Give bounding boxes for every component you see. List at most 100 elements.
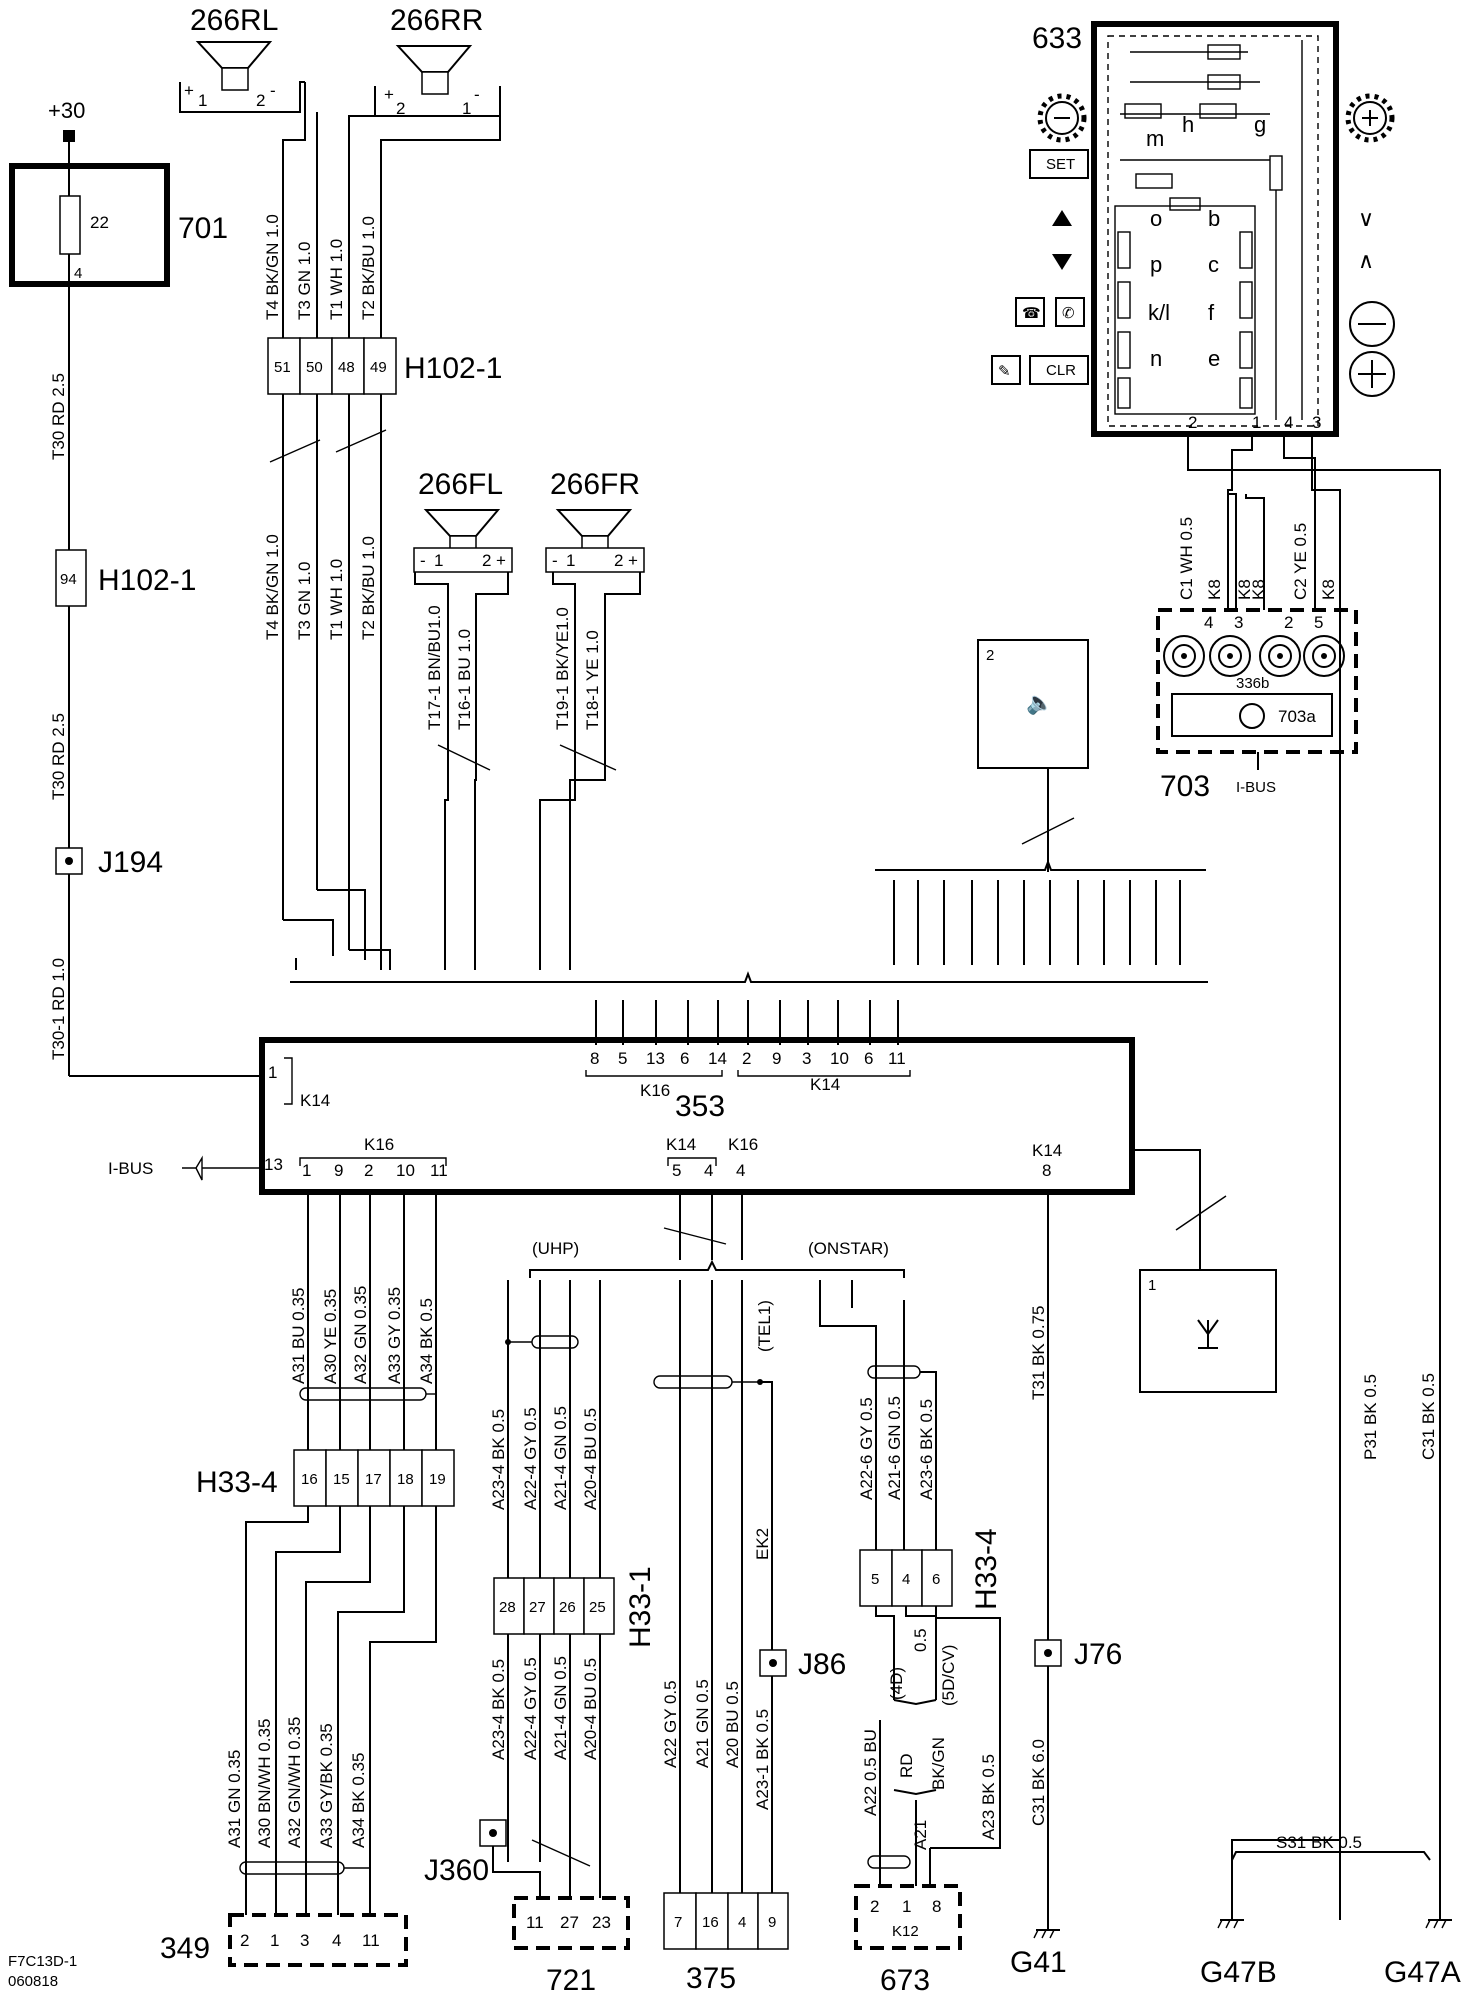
wire-a34b: A34 BK 0.35: [349, 1753, 368, 1848]
pin353-b-11: 11: [430, 1161, 448, 1180]
pin353-top-3: 6: [680, 1049, 689, 1068]
k16-mid: K16: [728, 1135, 758, 1154]
label-h33-4a: H33-4: [196, 1466, 278, 1499]
pin-h334b-6: 6: [932, 1571, 940, 1588]
pin-703-4: 4: [1204, 613, 1213, 632]
wire-a23-1: A23-1 BK 0.5: [753, 1709, 772, 1810]
wire-a23-6: A23-6 BK 0.5: [917, 1399, 936, 1500]
component-633: 633 m h g o b p c k/l f n e 2: [1032, 21, 1339, 437]
pin-349-4: 4: [332, 1931, 341, 1950]
wire-t2b: T2 BK/BU 1.0: [359, 536, 378, 640]
pin353-b-2: 2: [364, 1161, 373, 1180]
wire-t1b: T1 WH 1.0: [327, 559, 346, 640]
wire-k8d: K8: [1249, 579, 1268, 600]
wire-ek2: EK2: [753, 1528, 772, 1560]
wire-c2: C2 YE 0.5: [1291, 523, 1310, 600]
pin-94: 94: [60, 571, 77, 588]
switch-p: p: [1150, 252, 1162, 277]
label-701: 701: [178, 212, 228, 245]
chevron-up-icon: ∧: [1358, 248, 1374, 273]
pin-rr-2: 2: [396, 99, 405, 118]
pin353-m-4: 4: [704, 1161, 713, 1180]
switch-m: m: [1146, 126, 1164, 151]
label-375: 375: [686, 1962, 736, 1995]
svg-text:-: -: [552, 551, 558, 570]
wire-t2: T2 BK/BU 1.0: [359, 216, 378, 320]
label-h33-4b: H33-4: [970, 1528, 1003, 1610]
wire-a30: A30 YE 0.35: [321, 1289, 340, 1384]
antenna-box: 1: [1139, 1269, 1277, 1393]
wire-k8b: K8: [1319, 579, 1338, 600]
label-h102-top: H102-1: [404, 352, 502, 385]
pin-721-27: 27: [560, 1913, 579, 1932]
wire-t4b: T4 BK/GN 1.0: [263, 534, 282, 640]
gear-icon-right: [1345, 93, 1395, 143]
wire-a33b: A33 GY/BK 0.35: [317, 1723, 336, 1848]
pin-375-4: 4: [738, 1914, 746, 1931]
supply-terminal: [63, 130, 75, 142]
pin-fl-1: 1: [434, 551, 443, 570]
wire-t3b: T3 GN 1.0: [295, 562, 314, 640]
speaker-266fr: 266FR - 1 2 +: [545, 468, 645, 573]
k16-bottom: K16: [364, 1135, 394, 1154]
component-375: 7 16 4 9 375: [663, 1892, 789, 1995]
wire-a30b: A30 BN/WH 0.35: [255, 1719, 274, 1848]
wire-a31: A31 BU 0.35: [289, 1288, 308, 1384]
svg-text:+: +: [184, 81, 194, 100]
chevron-down-icon: ∨: [1358, 206, 1374, 231]
pin353-top-10: 11: [888, 1049, 906, 1068]
switch-c: c: [1208, 252, 1219, 277]
pin353-b-1: 1: [302, 1161, 311, 1180]
connector-h102-top: 51 50 48 49 H102-1: [267, 337, 502, 395]
pin353-left-1: 1: [268, 1063, 277, 1082]
ground-g41: G41: [1010, 1830, 1067, 1979]
pin-633-3: 3: [1312, 413, 1321, 432]
svg-text:✆: ✆: [1062, 305, 1075, 322]
pin-375-16: 16: [702, 1914, 719, 1931]
svg-text:✎: ✎: [998, 363, 1011, 380]
wire-c31b: C31 BK 0.5: [1419, 1373, 1438, 1460]
label-266rr: 266RR: [390, 4, 483, 37]
wire-k8c: K8: [1235, 579, 1254, 600]
component-703: 4 3 2 5 336b 703a 703 I-BUS: [1156, 608, 1358, 803]
wire-t30-1: T30-1 RD 1.0: [49, 958, 68, 1060]
component-349: 2 1 3 4 11 349: [160, 1913, 408, 1967]
label-266rl: 266RL: [190, 4, 278, 37]
pin-h331-25: 25: [589, 1599, 606, 1616]
pin353-top-2: 13: [646, 1049, 665, 1068]
label-703a: 703a: [1278, 707, 1316, 726]
label-703-ibus: I-BUS: [1236, 779, 1276, 796]
wire-rd: RD: [897, 1753, 916, 1778]
bracket-onstar: (ONSTAR): [808, 1239, 889, 1258]
wire-a21-4: A21-4 GN 0.5: [551, 1406, 570, 1510]
pin353-m-5: 5: [672, 1161, 681, 1180]
speaker-box: 2 🔈: [977, 639, 1089, 872]
switch-e: e: [1208, 346, 1220, 371]
pin-633-1: 1: [1252, 413, 1261, 432]
wire-a34: A34 BK 0.5: [417, 1298, 436, 1384]
pin-h331-28: 28: [499, 1599, 516, 1616]
pin-673-1: 1: [902, 1897, 911, 1916]
wire-t30a: T30 RD 2.5: [49, 373, 68, 460]
pin353-b-10: 10: [396, 1161, 415, 1180]
k14-right: K14: [1032, 1141, 1062, 1160]
pin-fr-2: 2: [614, 551, 623, 570]
pin-h33a-16: 16: [301, 1471, 318, 1488]
label-349: 349: [160, 1932, 210, 1965]
wire-a22-4b: A22-4 GY 0.5: [521, 1657, 540, 1760]
bracket-5d: (5D/CV): [939, 1645, 958, 1706]
bracket-4d: (4D): [887, 1667, 906, 1700]
label-336b: 336b: [1236, 675, 1269, 692]
switch-h: h: [1182, 112, 1194, 137]
ibus-label: I-BUS: [108, 1159, 153, 1178]
arrow-up-icon: [1052, 210, 1072, 226]
arrow-down-icon: [1052, 254, 1072, 270]
ground-g47a: G47A: [1384, 1852, 1461, 1989]
pin-375-7: 7: [674, 1914, 682, 1931]
wire-t17: T17-1 BN/BU1.0: [425, 605, 444, 730]
clr-button-label: CLR: [1046, 362, 1076, 379]
label-h102-left: H102-1: [98, 564, 196, 597]
wire-a22-6: A22-6 GY 0.5: [857, 1397, 876, 1500]
pin-721-11: 11: [526, 1913, 544, 1932]
k16-top: K16: [640, 1081, 670, 1100]
